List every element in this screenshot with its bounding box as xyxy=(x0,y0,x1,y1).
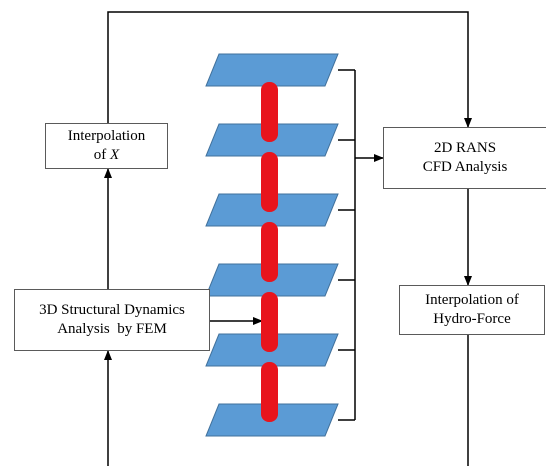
riser-segment-1 xyxy=(261,82,278,142)
collector-bus xyxy=(338,69,356,421)
riser-segment-5 xyxy=(261,362,278,422)
fem-line1: 3D Structural Dynamics xyxy=(39,302,185,318)
riser-segment-2 xyxy=(261,152,278,212)
hydro-line2: Hydro-Force xyxy=(433,311,511,327)
fem-analysis-box: 3D Structural Dynamics Analysis by FEM xyxy=(14,289,210,351)
rans-line1: 2D RANS xyxy=(433,140,497,156)
variable-x: X xyxy=(110,147,120,163)
rans-line2: CFD Analysis xyxy=(422,159,508,175)
interpolation-x-line1: Interpolation xyxy=(67,128,146,144)
rans-cfd-box: 2D RANS CFD Analysis xyxy=(383,127,546,189)
riser-segment-3 xyxy=(261,222,278,282)
interpolation-x-line2: of X xyxy=(94,146,119,165)
fem-line2: Analysis by FEM xyxy=(57,321,167,337)
interpolation-x-prefix: of xyxy=(93,147,111,163)
riser-column xyxy=(261,82,278,422)
hydro-line1: Interpolation of xyxy=(425,292,519,308)
interpolation-x-box: Interpolation of X xyxy=(45,123,168,169)
hydro-force-box: Interpolation of Hydro-Force xyxy=(399,285,545,335)
loop-connector-top xyxy=(107,11,472,128)
plate-1 xyxy=(205,53,339,87)
riser-segment-4 xyxy=(261,292,278,352)
